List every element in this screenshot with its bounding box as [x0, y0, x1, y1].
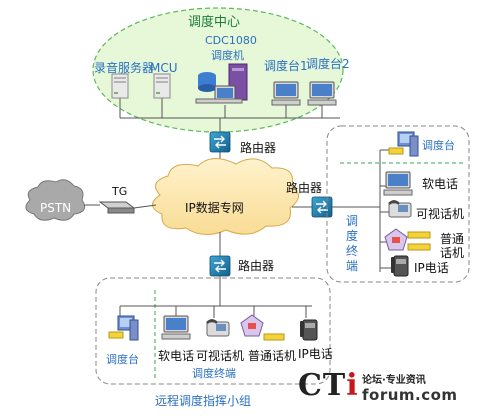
remote-ip-phone-icon [299, 319, 318, 341]
remote-normal-phone-icon [240, 314, 264, 337]
dispatcher-icon [195, 63, 248, 104]
recording-server-label: 录音服务器 [94, 61, 155, 75]
brand-domain: forum.com [362, 386, 458, 404]
console2-label: 调度台2 [306, 57, 350, 71]
remote-videophone-label: 可视话机 [196, 349, 245, 363]
right-terminal-label: 调度终端 [346, 214, 359, 273]
pstn-cloud [25, 179, 86, 221]
dispatcher-model-label: CDC1080 [205, 34, 257, 47]
brand-slogan: 论坛·专业资讯 [362, 375, 426, 386]
router-bottom-label: 路由器 [238, 259, 275, 273]
right-terminal-group [326, 125, 470, 283]
mcu-label: MCU [150, 61, 178, 75]
remote-videophone-icon [205, 319, 231, 338]
dispatch-center-title: 调度中心 [188, 15, 241, 30]
brand-i: i [346, 368, 359, 403]
remote-terminal-label: 调度终端 [192, 367, 236, 380]
remote-softphone-icon [161, 315, 191, 340]
remote-command-group [95, 277, 331, 385]
remote-normal-phone-label: 普通话机 [248, 349, 297, 363]
right-ip-phone-icon [390, 255, 409, 277]
console1-icon [271, 81, 301, 106]
tg-gateway-icon [98, 201, 136, 214]
right-console-label: 调度台 [422, 139, 455, 152]
ip-network-cloud [152, 158, 299, 235]
mcu-server-icon [153, 73, 171, 99]
cti-forum-logo: CTi 论坛·专业资讯 forum.com [298, 368, 457, 404]
remote-group-title: 远程调度指挥小组 [155, 394, 252, 408]
right-videophone-label: 可视话机 [416, 207, 465, 221]
right-normal-phone-label: 普通话机 [440, 232, 465, 260]
dispatcher-label: 调度机 [211, 49, 244, 62]
router-bottom-icon [209, 255, 231, 277]
recording-server-icon [111, 73, 129, 99]
remote-ip-phone-label: IP电话 [298, 347, 333, 361]
console2-icon [307, 81, 337, 106]
router-right-label: 路由器 [286, 181, 323, 195]
router-top-icon [209, 131, 231, 153]
remote-softphone-label: 软电话 [158, 349, 195, 363]
console1-label: 调度台1 [264, 59, 308, 73]
right-videophone-icon [387, 200, 413, 219]
right-console-icon [388, 131, 419, 157]
router-right-icon [311, 196, 333, 218]
right-softphone-label: 软电话 [422, 177, 459, 191]
remote-console-icon [108, 315, 139, 341]
remote-console-label: 调度台 [106, 353, 139, 366]
pstn-label: PSTN [40, 201, 72, 215]
right-normal-phone-icon [384, 228, 408, 251]
ip-network-label: IP数据专网 [185, 201, 244, 215]
brand-prefix: CT [298, 368, 347, 403]
right-ip-phone-label: IP电话 [414, 261, 449, 275]
router-top-label: 路由器 [240, 141, 277, 155]
right-softphone-icon [383, 171, 413, 196]
tg-label: TG [112, 185, 128, 198]
